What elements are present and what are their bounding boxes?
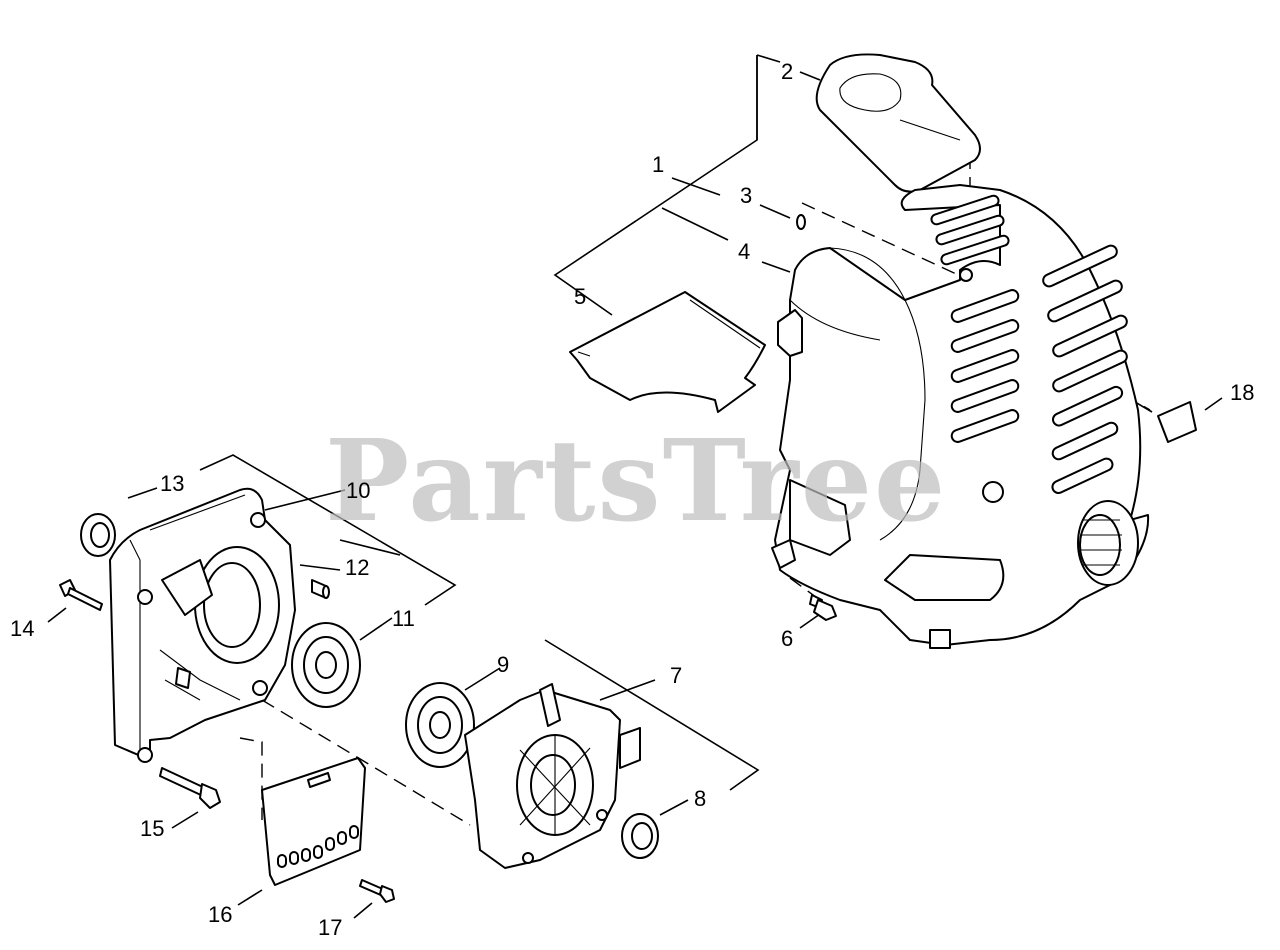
callout-13: 13 [160,471,184,496]
part-4-fan-shroud [771,184,1150,649]
callout-3: 3 [740,183,752,208]
part-11-bearing [291,622,361,708]
part-14-screw [59,579,103,611]
part-8-seal [621,813,659,859]
part-13-crankcase [109,487,296,763]
callout-6: 6 [781,626,793,651]
watermark-text: PartsTree [325,416,947,547]
callout-2: 2 [781,59,793,84]
part-3-pin [796,214,806,230]
callout-17: 17 [318,915,342,940]
callout-1: 1 [652,152,664,177]
callout-16: 16 [208,902,232,927]
callout-4: 4 [738,239,750,264]
callout-18: 18 [1230,380,1254,405]
part-13-seal [80,513,116,557]
callout-labels: 1 2 3 4 5 6 7 8 9 10 11 12 13 14 15 16 1… [10,59,1254,940]
part-5-plate [569,291,766,413]
callout-12: 12 [345,555,369,580]
callout-8: 8 [694,786,706,811]
callout-11: 11 [392,606,415,631]
part-6-bolt [809,594,837,621]
part-2-cap [815,53,981,193]
recoil-knob [1077,500,1139,586]
callout-7: 7 [670,663,682,688]
callout-10: 10 [346,478,370,503]
shroud-vents [930,194,1128,494]
part-9-bearing [405,682,475,768]
callout-5: 5 [574,284,586,309]
leader-lines [47,54,1223,919]
cover-slots [277,825,359,868]
callout-9: 9 [497,652,509,677]
part-18-label [1157,401,1197,443]
callout-15: 15 [140,816,164,841]
callout-14: 14 [10,616,34,641]
part-15-screw [159,767,221,809]
part-17-screw [359,879,395,903]
part-12-pin [311,579,330,599]
part-7-crankcase [464,683,641,869]
part-16-cover [261,757,366,886]
